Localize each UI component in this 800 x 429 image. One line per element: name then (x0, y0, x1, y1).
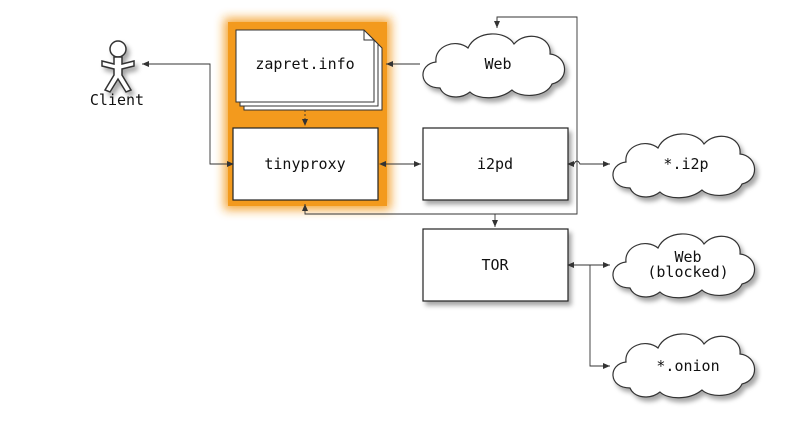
web-label: Web (484, 55, 511, 73)
edge-tinyproxy-client (142, 61, 234, 167)
i2p-label: *.i2p (663, 155, 708, 173)
web-blocked-label-line2: (blocked) (647, 263, 728, 281)
client-actor-icon (101, 40, 135, 93)
zapret-info-label: zapret.info (255, 55, 354, 73)
web-blocked-cloud (612, 233, 756, 299)
zapret-info-node: zapret.info (235, 29, 383, 111)
tinyproxy-node: tinyproxy (232, 127, 379, 201)
i2pd-label: i2pd (477, 155, 513, 173)
edge-tor-onion (589, 265, 610, 369)
i2p-cloud (612, 133, 756, 199)
edge-i2pd-i2p (567, 160, 610, 167)
tor-node: TOR (422, 228, 569, 302)
tor-label: TOR (481, 256, 509, 274)
onion-cloud (612, 333, 756, 399)
tinyproxy-label: tinyproxy (264, 155, 345, 173)
onion-label: *.onion (656, 357, 719, 375)
web-cloud (422, 33, 566, 99)
web-blocked-label-line1: Web (674, 248, 701, 266)
edges (142, 16, 610, 369)
i2pd-node: i2pd (422, 127, 569, 201)
client-label: Client (90, 91, 144, 109)
